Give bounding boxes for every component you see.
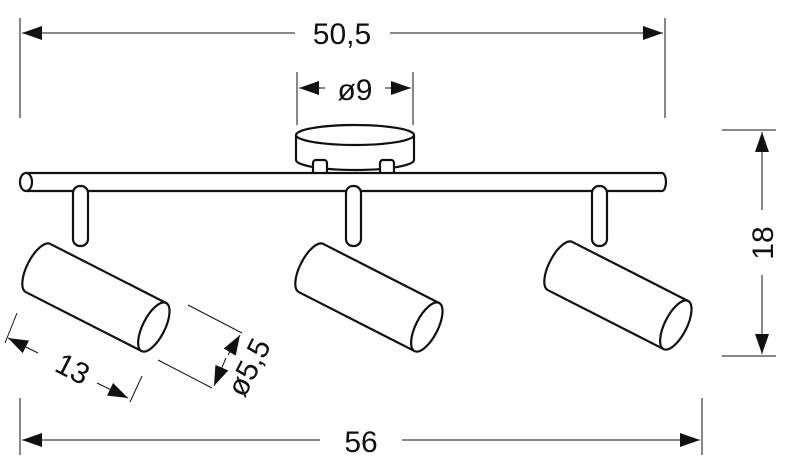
total-width-label: 56 xyxy=(344,426,377,459)
spotlight-2 xyxy=(287,237,450,358)
ceiling-canopy xyxy=(294,123,416,176)
dimension-total-width: 56 xyxy=(19,398,703,459)
top-width-label: 50,5 xyxy=(313,18,371,51)
spot-stems xyxy=(71,184,609,248)
spotlight-1 xyxy=(14,237,177,358)
spot-length-label: 13 xyxy=(50,347,95,392)
dimension-top-width: 50,5 xyxy=(19,18,666,118)
spotlight-3 xyxy=(536,235,699,356)
dimension-spot-diameter: ø5,5 xyxy=(157,304,278,402)
spot-diameter-label: ø5,5 xyxy=(221,333,278,401)
track-bar xyxy=(18,171,668,193)
dimension-canopy-diameter: ø9 xyxy=(296,72,414,125)
canopy-diameter-label: ø9 xyxy=(337,74,372,107)
dimension-height: 18 xyxy=(722,129,780,357)
height-label: 18 xyxy=(747,226,780,259)
